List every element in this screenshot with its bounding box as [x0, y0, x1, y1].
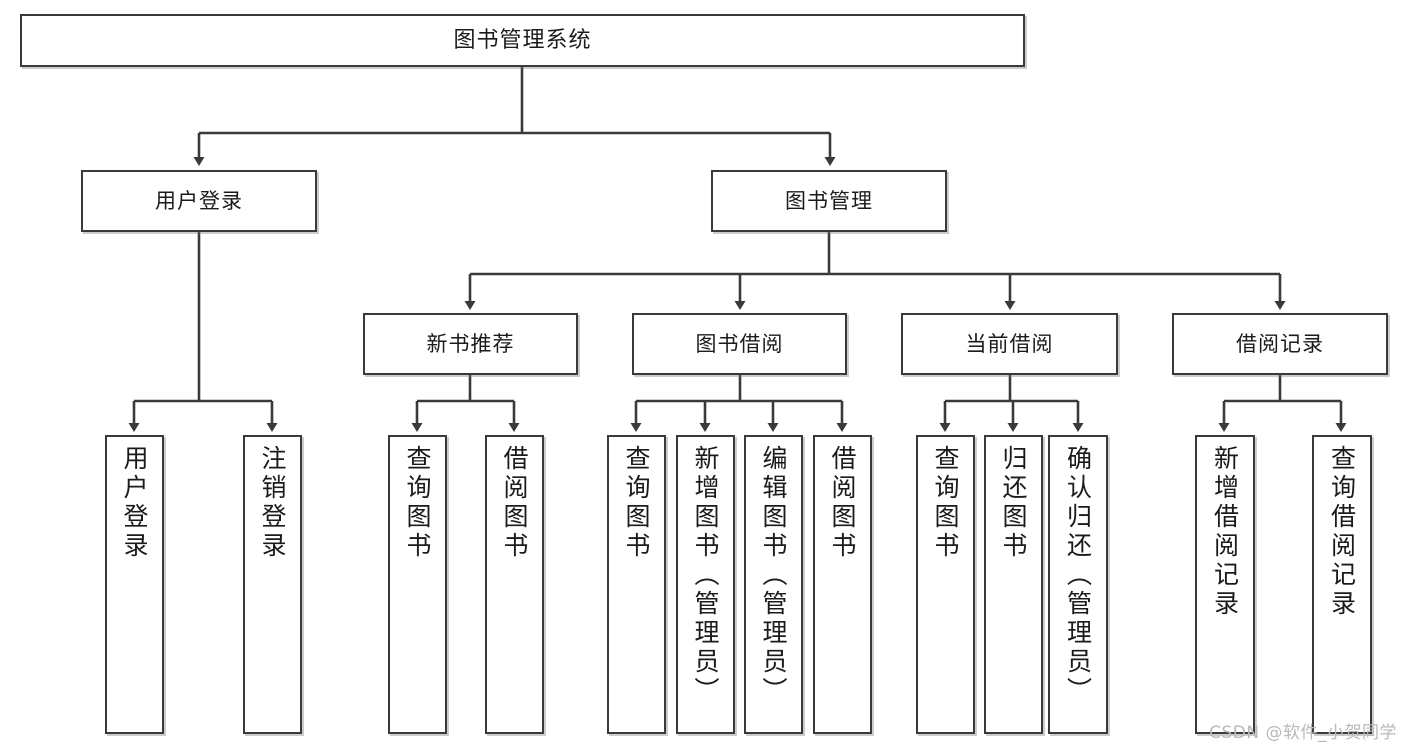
node-label: 新增图书（管理员）	[691, 445, 720, 706]
node-leaf-confirm-return-admin[interactable]: 确认归还（管理员）	[1048, 435, 1108, 734]
node-leaf-user-login[interactable]: 用户登录	[105, 435, 164, 734]
node-label: 图书管理	[785, 188, 873, 213]
node-book-management[interactable]: 图书管理	[711, 170, 947, 232]
node-leaf-query-book-borrow[interactable]: 查询图书	[607, 435, 666, 734]
node-leaf-add-book-admin[interactable]: 新增图书（管理员）	[676, 435, 735, 734]
node-label: 借阅记录	[1236, 331, 1324, 356]
node-root-system[interactable]: 图书管理系统	[20, 14, 1025, 67]
node-new-book-recommend[interactable]: 新书推荐	[363, 313, 578, 375]
node-user-login[interactable]: 用户登录	[81, 170, 317, 232]
node-label: 查询图书	[622, 445, 651, 561]
node-label: 图书借阅	[695, 331, 784, 356]
node-leaf-borrow-book[interactable]: 借阅图书	[813, 435, 872, 734]
node-label: 用户登录	[120, 445, 149, 561]
node-borrow-record[interactable]: 借阅记录	[1172, 313, 1388, 375]
node-label: 查询图书	[403, 445, 432, 561]
node-label: 确认归还（管理员）	[1063, 445, 1093, 706]
node-leaf-edit-book-admin[interactable]: 编辑图书（管理员）	[744, 435, 803, 734]
node-label: 注销登录	[258, 445, 287, 561]
node-leaf-query-book-recommend[interactable]: 查询图书	[388, 435, 447, 734]
node-leaf-borrow-book-recommend[interactable]: 借阅图书	[485, 435, 544, 734]
node-label: 新增借阅记录	[1210, 445, 1240, 619]
node-label: 借阅图书	[500, 445, 529, 561]
node-label: 查询图书	[931, 445, 960, 561]
node-leaf-return-book[interactable]: 归还图书	[984, 435, 1043, 734]
node-label: 当前借阅	[965, 331, 1054, 356]
node-label: 图书管理系统	[453, 27, 592, 53]
node-label: 归还图书	[999, 445, 1028, 561]
csdn-watermark: CSDN @软件_小贺同学	[1209, 723, 1397, 743]
node-label: 新书推荐	[426, 331, 515, 356]
node-label: 查询借阅记录	[1327, 445, 1357, 619]
node-label: 借阅图书	[828, 445, 857, 561]
node-leaf-add-borrow-record[interactable]: 新增借阅记录	[1195, 435, 1255, 734]
node-label: 编辑图书（管理员）	[759, 445, 788, 706]
node-leaf-query-borrow-record[interactable]: 查询借阅记录	[1312, 435, 1372, 734]
node-book-borrow[interactable]: 图书借阅	[632, 313, 847, 375]
node-current-borrow[interactable]: 当前借阅	[901, 313, 1118, 375]
node-label: 用户登录	[155, 188, 243, 213]
node-leaf-query-book-current[interactable]: 查询图书	[916, 435, 975, 734]
node-leaf-user-logout[interactable]: 注销登录	[243, 435, 302, 734]
